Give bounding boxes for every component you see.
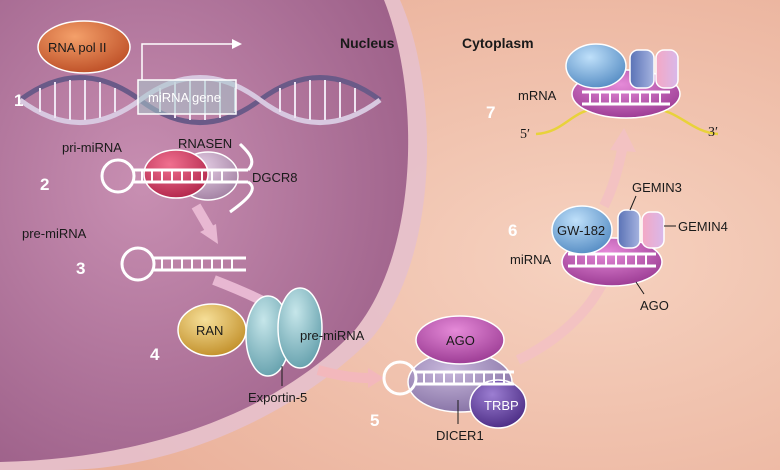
trbp-label: TRBP [484, 398, 519, 413]
step-4-number: 4 [150, 345, 160, 364]
mirna-gene-label: miRNA gene [148, 90, 221, 105]
gemin4-mrna-protein [655, 49, 679, 89]
mirna-label: miRNA [510, 252, 551, 267]
arrow-6-to-7 [599, 149, 627, 209]
gemin4-protein [641, 211, 665, 249]
exportin-5-protein [245, 287, 323, 377]
gw-182-protein [551, 205, 613, 255]
step-3-number: 3 [76, 259, 85, 278]
step-7-number: 7 [486, 103, 495, 122]
mrna-risc-complex [565, 43, 681, 119]
gemin3-mrna-protein [629, 49, 655, 89]
rna-pol-ii-label: RNA pol II [48, 40, 107, 55]
pri-mirna-loop [100, 158, 136, 194]
rnasen-label: RNASEN [178, 136, 232, 151]
dgcr8-label: DGCR8 [252, 170, 298, 185]
step-6-number: 6 [508, 221, 517, 240]
step-1-number: 1 [14, 91, 23, 110]
trbp-protein [469, 379, 527, 429]
gw-182-label: GW-182 [557, 223, 605, 238]
step-5-number: 5 [370, 411, 379, 430]
cytoplasm-title: Cytoplasm [462, 35, 534, 51]
exportin-5-label: Exportin-5 [248, 390, 307, 405]
gemin3-leader [629, 195, 637, 211]
pri-mirna-complex [100, 142, 254, 214]
rnasen-protein [143, 149, 209, 199]
mirna-gene-box [137, 79, 237, 115]
pre-mirna-nucleus-label: pre-miRNA [22, 226, 87, 241]
arrow-2-to-3 [191, 203, 215, 233]
five-prime-label: 5′ [520, 127, 530, 142]
transcription-arrow [141, 43, 232, 80]
pre-mirna-nucleus [120, 246, 246, 282]
ran-label: RAN [196, 323, 223, 338]
ago-risc-leader [635, 281, 645, 295]
gemin4-label: GEMIN4 [678, 219, 728, 234]
gemin3-label: GEMIN3 [632, 180, 682, 195]
gw-182-mrna-protein [565, 43, 627, 89]
ago-risc-label: AGO [640, 298, 669, 313]
pre-mirna-cytoplasm-label: pre-miRNA [300, 328, 365, 343]
arrow-5-to-6 [515, 277, 609, 365]
ago-dicer-label: AGO [446, 333, 475, 348]
step-2-number: 2 [40, 175, 49, 194]
three-prime-label: 3′ [708, 125, 718, 140]
dicer1-label: DICER1 [436, 428, 484, 443]
dicer-complex [382, 315, 527, 429]
arrow-4-to-5 [316, 365, 371, 383]
ago-dicer-protein [415, 315, 505, 365]
pri-mirna-label: pri-miRNA [62, 140, 122, 155]
gemin3-protein [617, 209, 641, 249]
mrna-label: mRNA [518, 88, 557, 103]
rna-pol-ii [37, 20, 131, 74]
risc-complex [551, 205, 665, 287]
transcription-arrowhead [232, 39, 242, 49]
nucleus-title: Nucleus [340, 35, 395, 51]
